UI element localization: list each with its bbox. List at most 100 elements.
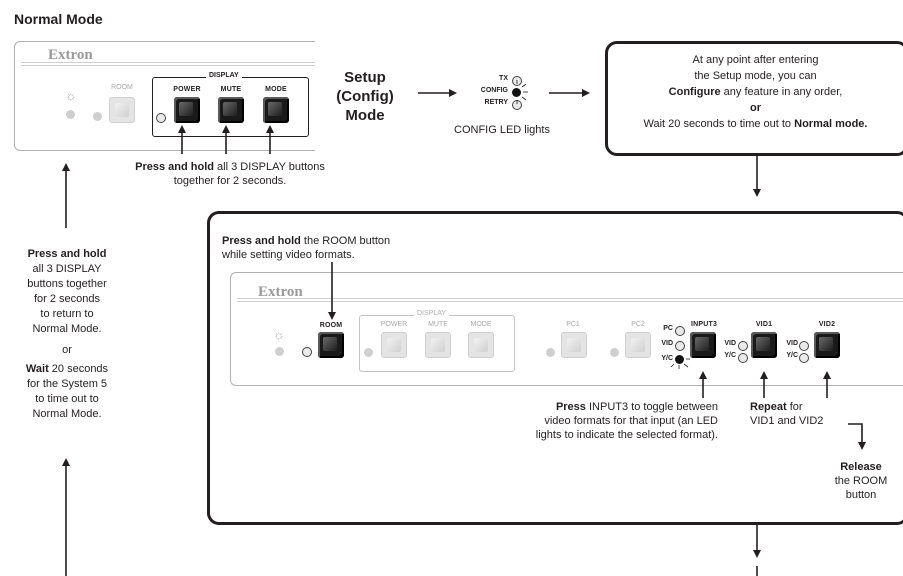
left-l1: Press and hold <box>27 248 107 260</box>
power-label-2: POWER <box>380 321 408 328</box>
input3-instr-bold: Press <box>555 401 586 413</box>
mute-button[interactable] <box>218 97 244 123</box>
power-button-2[interactable] <box>381 332 407 358</box>
arrow-release <box>848 423 866 450</box>
config-line3-rest: any feature in any order, <box>720 86 843 98</box>
pc2-led <box>610 348 619 357</box>
input3-instr-line2: video formats for that input (an LED <box>544 415 718 427</box>
repeat-instructions: Repeat for VID1 and VID2 <box>750 400 860 428</box>
input3-button[interactable] <box>690 332 716 358</box>
mode-button-2[interactable] <box>468 332 494 358</box>
config-line2: the Setup mode, you can <box>694 70 817 82</box>
power-button[interactable] <box>174 97 200 123</box>
setup-mode-label: Setup (Config) Mode <box>335 68 395 125</box>
input3-vid-led <box>675 341 685 351</box>
release-bold: Release <box>840 461 882 473</box>
config-line1: At any point after entering <box>692 54 819 66</box>
room-led <box>93 112 102 121</box>
input3-yc-led <box>675 355 684 364</box>
input3-yc-led-label: Y/C <box>661 355 673 362</box>
vid1-label: VID1 <box>755 321 773 328</box>
panel-trim <box>21 62 315 66</box>
input3-label: INPUT3 <box>690 321 718 328</box>
config-led-label: CONFIG <box>480 87 508 94</box>
pc2-button[interactable] <box>625 332 651 358</box>
page-title: Normal Mode <box>14 11 103 27</box>
press-hold-line2: together for 2 seconds. <box>173 175 287 187</box>
input3-instr-rest: INPUT3 to toggle between <box>585 401 718 413</box>
room-instructions: Press and hold the ROOM button while set… <box>222 234 482 262</box>
room-button-2[interactable] <box>318 332 344 358</box>
press-hold-rest: all 3 DISPLAY buttons <box>213 161 325 173</box>
mute-button-label: MUTE <box>220 86 242 93</box>
config-line5-bold: Normal mode. <box>794 118 868 130</box>
vid1-vid-led <box>738 341 748 351</box>
pc1-label: PC1 <box>566 321 580 328</box>
configure-info-text: At any point after entering the Setup mo… <box>608 52 903 132</box>
sun-icon: ☼ <box>65 88 77 103</box>
config-led <box>512 88 521 97</box>
video-format-box <box>207 211 903 525</box>
config-line3-bold: Configure <box>668 86 721 98</box>
release-instructions: Release the ROOM button <box>826 460 896 502</box>
config-led-caption: CONFIG LED lights <box>454 124 550 136</box>
config-line5-rest: Wait 20 seconds to time out to <box>643 118 795 130</box>
display-led <box>156 113 166 123</box>
extron-logo: Extron <box>48 47 93 63</box>
vid2-vid-led <box>799 341 809 351</box>
vid2-button[interactable] <box>814 332 840 358</box>
configure-info-box <box>605 41 903 156</box>
vid1-vid-led-label: VID <box>724 340 736 347</box>
left-l8-rest: 20 seconds <box>48 363 109 375</box>
power-led <box>66 110 75 119</box>
repeat-bold: Repeat <box>750 401 787 413</box>
room-button[interactable] <box>109 97 135 123</box>
room-instr-bold: Press and hold <box>222 235 301 247</box>
left-l7: or <box>62 344 72 356</box>
mute-label-2: MUTE <box>428 321 448 328</box>
vid1-yc-led-label: Y/C <box>724 352 736 359</box>
vid1-yc-led <box>738 353 748 363</box>
left-l4: for 2 seconds <box>33 293 101 305</box>
panel-trim-2 <box>237 298 903 302</box>
input3-instructions: Press INPUT3 to toggle between video for… <box>498 400 718 442</box>
press-hold-bold: Press and hold <box>135 161 214 173</box>
pc2-label: PC2 <box>631 321 645 328</box>
left-l8-bold: Wait <box>25 363 49 375</box>
mode-button[interactable] <box>263 97 289 123</box>
setup-line2: (Config) <box>336 88 394 105</box>
mute-button-2[interactable] <box>425 332 451 358</box>
config-led-rays <box>516 80 528 104</box>
front-panel-setup: Extron <box>230 272 903 386</box>
pc1-led <box>546 348 555 357</box>
repeat-line2: VID1 and VID2 <box>750 415 824 427</box>
left-l6: Normal Mode. <box>32 323 102 335</box>
mode-label-2: MODE <box>470 321 492 328</box>
vid1-button[interactable] <box>751 332 777 358</box>
display-group-label-2: DISPLAY <box>414 310 450 317</box>
left-l2: all 3 DISPLAY <box>32 263 102 275</box>
repeat-rest: for <box>786 401 803 413</box>
room-button-label: ROOM <box>111 84 133 91</box>
room-led-2 <box>302 347 312 357</box>
left-l11: Normal Mode. <box>32 408 102 420</box>
setup-line1: Setup <box>344 69 386 86</box>
room-instr-rest: the ROOM button <box>300 235 391 247</box>
yc-led-rays <box>670 358 690 369</box>
left-l5: to return to <box>40 308 94 320</box>
vid2-vid-led-label: VID <box>786 340 798 347</box>
config-line4: or <box>750 102 761 114</box>
release-line3: button <box>845 489 877 501</box>
left-l10: to time out to <box>35 393 99 405</box>
pc1-button[interactable] <box>561 332 587 358</box>
vid2-yc-led-label: Y/C <box>786 352 798 359</box>
front-panel-normal: Extron ☼ ROOM DISPLAY POWER MUTE MODE <box>14 41 315 151</box>
setup-line3: Mode <box>345 107 385 124</box>
display-group-label: DISPLAY <box>206 72 242 79</box>
vid2-yc-led <box>799 353 809 363</box>
mode-button-label: MODE <box>265 86 287 93</box>
input3-instr-line3: lights to indicate the selected format). <box>535 429 718 441</box>
room-button-label-2: ROOM <box>319 322 343 329</box>
power-led-2 <box>275 347 284 356</box>
